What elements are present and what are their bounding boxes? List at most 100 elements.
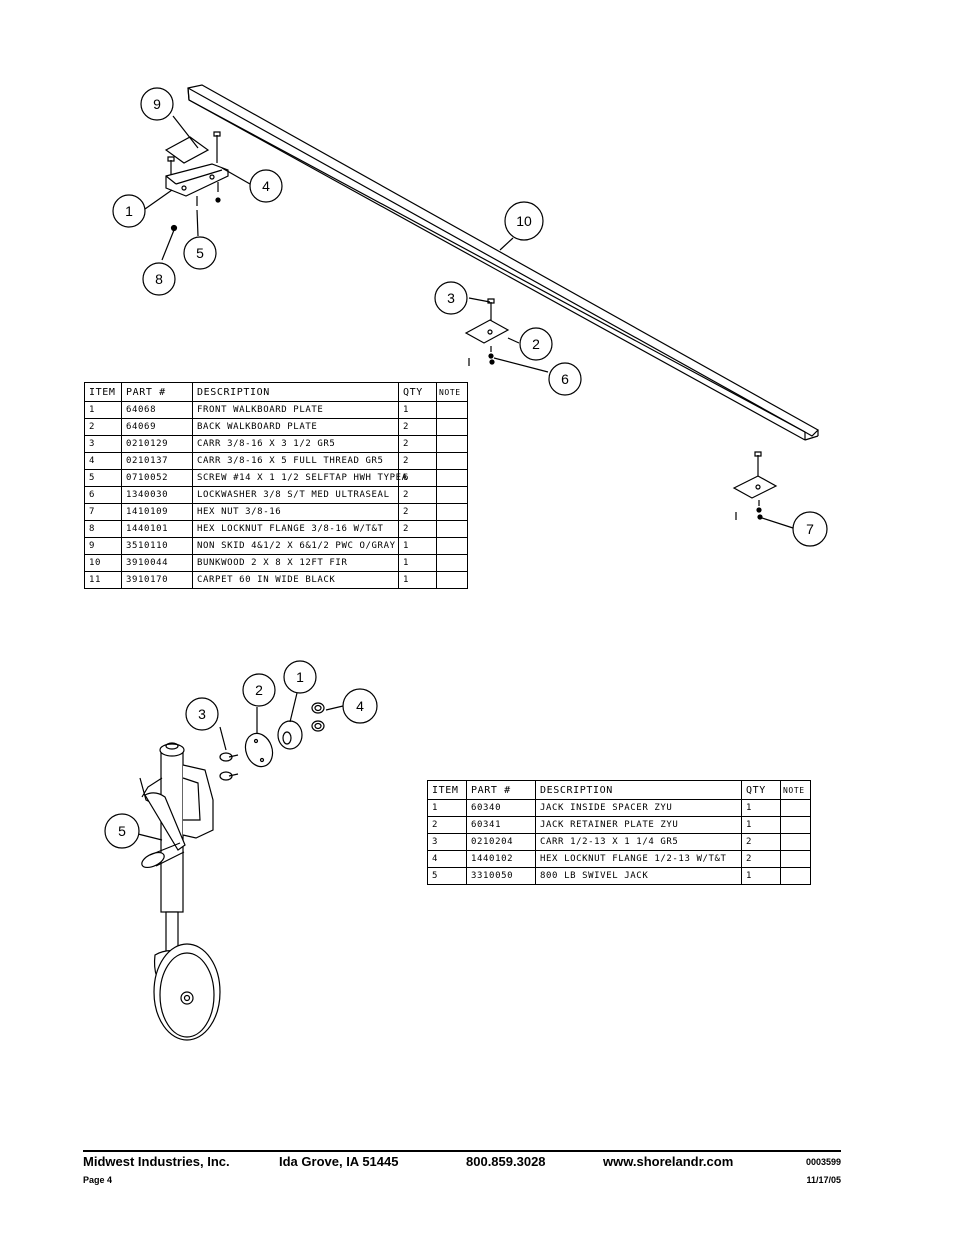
callout-label: 3: [447, 290, 455, 306]
cell-description: CARPET 60 IN WIDE BLACK: [192, 571, 399, 589]
cell-note: [780, 816, 811, 834]
cell-note: [436, 537, 468, 555]
cell-note: [436, 571, 468, 589]
cell-part: 3910170: [121, 571, 193, 589]
cell-item: 10: [84, 554, 122, 572]
callout-label: 5: [118, 823, 126, 839]
callout-b3: [185, 697, 219, 731]
cell-description: HEX LOCKNUT FLANGE 1/2-13 W/T&T: [535, 850, 742, 868]
cell-note: [436, 469, 468, 487]
company-city: Ida Grove, IA 51445: [279, 1154, 399, 1169]
cell-description: CARR 3/8-16 X 5 FULL THREAD GR5: [192, 452, 399, 470]
cell-item: 1: [84, 401, 122, 419]
cell-item: 3: [427, 833, 467, 851]
cell-description: JACK RETAINER PLATE ZYU: [535, 816, 742, 834]
callout-label: 4: [356, 698, 364, 714]
cell-note: [436, 452, 468, 470]
callout-label: 9: [153, 96, 161, 112]
cell-description: 800 LB SWIVEL JACK: [535, 867, 742, 885]
cell-qty: 1: [741, 816, 781, 834]
cell-item: 2: [84, 418, 122, 436]
callout-label: 8: [155, 271, 163, 287]
cell-item: 9: [84, 537, 122, 555]
cell-note: [780, 833, 811, 851]
callout-b1: [283, 660, 317, 694]
cell-part: 1440102: [466, 850, 536, 868]
doc-date: 11/17/05: [806, 1175, 841, 1185]
callout-8: [142, 262, 176, 296]
callout-9: [140, 87, 174, 121]
cell-part: 0710052: [121, 469, 193, 487]
callout-label: 1: [296, 669, 304, 685]
cell-item: 4: [84, 452, 122, 470]
cell-qty: 1: [398, 401, 437, 419]
callout-b4: [342, 688, 378, 724]
cell-description: BACK WALKBOARD PLATE: [192, 418, 399, 436]
callout-label: 4: [262, 178, 270, 194]
callout-3: [434, 281, 468, 315]
cell-note: [780, 799, 811, 817]
bunkwood-board: [187, 84, 819, 441]
col-item: ITEM: [427, 780, 467, 800]
cell-item: 6: [84, 486, 122, 504]
cell-note: [436, 435, 468, 453]
cell-item: 5: [84, 469, 122, 487]
cell-note: [436, 401, 468, 419]
cell-part: 0210129: [121, 435, 193, 453]
callout-4: [249, 169, 283, 203]
cell-part: 1410109: [121, 503, 193, 521]
cell-description: CARR 3/8-16 X 3 1/2 GR5: [192, 435, 399, 453]
doc-number: 0003599: [805, 1157, 841, 1167]
cell-description: LOCKWASHER 3/8 S/T MED ULTRASEAL: [192, 486, 399, 504]
cell-note: [436, 418, 468, 436]
callout-label: 6: [561, 371, 569, 387]
table-header-row: ITEM PART # DESCRIPTION QTY NOTE: [427, 780, 811, 800]
callout-10: [504, 201, 544, 241]
callout-label: 5: [196, 245, 204, 261]
cell-qty: 2: [398, 503, 437, 521]
callout-label: 2: [532, 336, 540, 352]
cell-qty: 2: [398, 418, 437, 436]
col-note: NOTE: [436, 382, 468, 402]
cell-item: 5: [427, 867, 467, 885]
cell-qty: 1: [398, 571, 437, 589]
col-qty: QTY: [741, 780, 781, 800]
cell-item: 8: [84, 520, 122, 538]
cell-part: 3510110: [121, 537, 193, 555]
callout-label: 3: [198, 706, 206, 722]
cell-note: [436, 486, 468, 504]
swivel-jack: [139, 702, 325, 1041]
callout-label: 2: [255, 682, 263, 698]
company-phone: 800.859.3028: [466, 1154, 546, 1169]
footer-rule: [83, 1150, 841, 1152]
cell-qty: 2: [398, 435, 437, 453]
cell-part: 60340: [466, 799, 536, 817]
callout-5: [183, 236, 217, 270]
cell-note: [780, 867, 811, 885]
cell-qty: 2: [398, 452, 437, 470]
cell-note: [780, 850, 811, 868]
cell-qty: 1: [398, 537, 437, 555]
company-name: Midwest Industries, Inc.: [83, 1154, 230, 1169]
cell-qty: 2: [741, 833, 781, 851]
cell-description: SCREW #14 X 1 1/2 SELFTAP HWH TYPEA: [192, 469, 407, 487]
callout-6: [548, 362, 582, 396]
cell-description: CARR 1/2-13 X 1 1/4 GR5: [535, 833, 742, 851]
cell-qty: 1: [398, 554, 437, 572]
cell-qty: 1: [741, 799, 781, 817]
cell-part: 64068: [121, 401, 193, 419]
table-header-row: ITEM PART # DESCRIPTION QTY NOTE: [84, 382, 468, 402]
callout-b2: [242, 673, 276, 707]
cell-part: 1340030: [121, 486, 193, 504]
